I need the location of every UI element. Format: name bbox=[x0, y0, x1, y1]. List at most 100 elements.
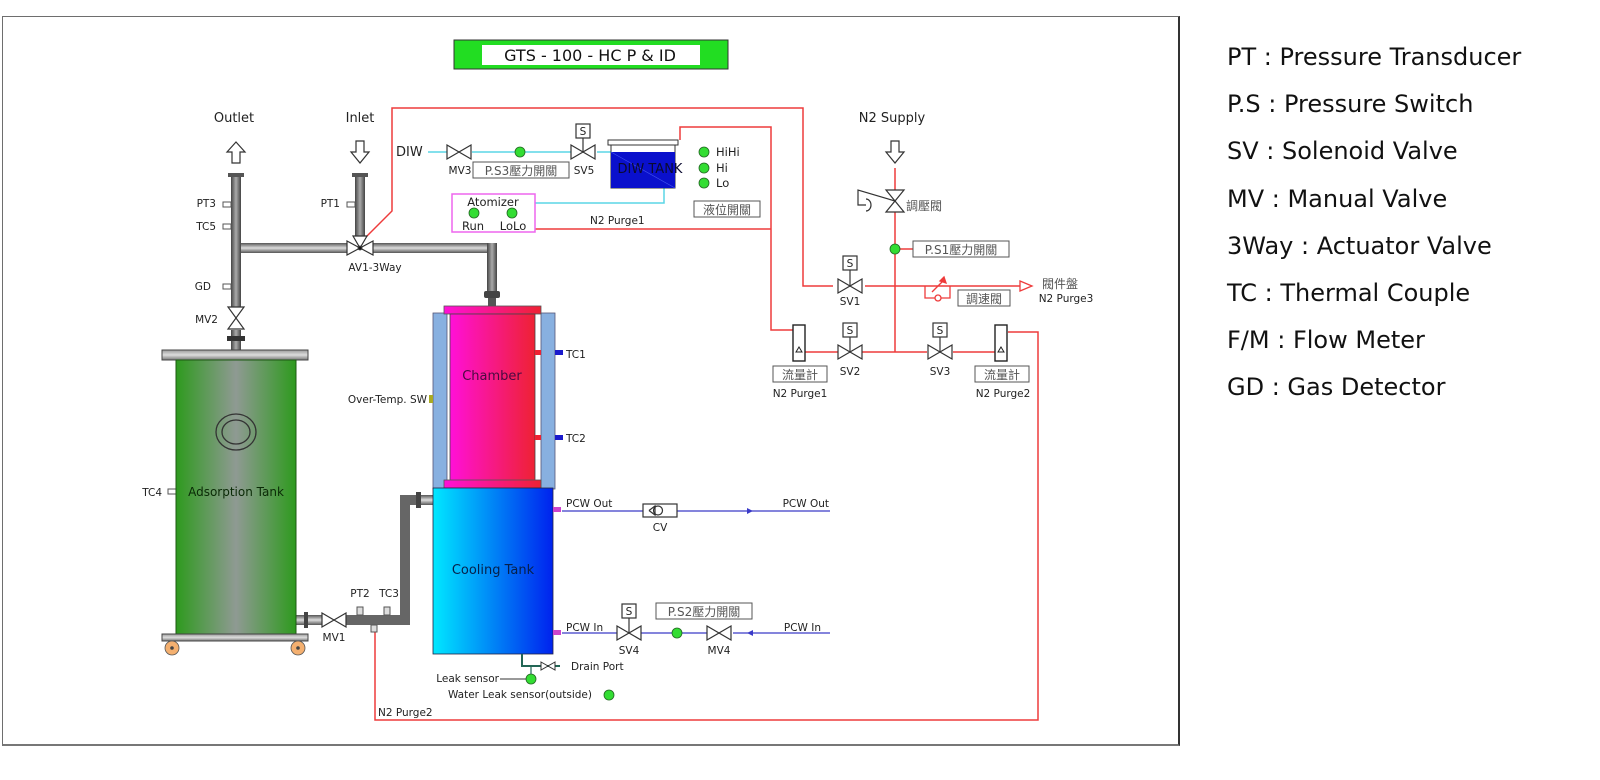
inlet-label: Inlet bbox=[346, 111, 375, 126]
pressure-regulator[interactable] bbox=[857, 189, 906, 213]
valve-panel-label: 閥件盤 bbox=[1042, 277, 1078, 291]
level-lo-label: Lo bbox=[716, 176, 729, 190]
cooling-tank bbox=[432, 487, 561, 655]
av1-3way-valve[interactable] bbox=[346, 235, 374, 257]
mv2-label: MV2 bbox=[195, 314, 218, 326]
legend-item: TC : Thermal Couple bbox=[1227, 278, 1471, 307]
valve-panel-arrow-icon bbox=[1019, 280, 1034, 292]
ps1-indicator bbox=[889, 243, 901, 255]
sv4-valve[interactable] bbox=[616, 603, 642, 642]
speed-valve bbox=[924, 275, 951, 302]
flowmeter1-box bbox=[772, 365, 828, 383]
flowmeter-purge1[interactable] bbox=[792, 324, 806, 362]
sv2-solenoid-mark: S bbox=[847, 325, 854, 337]
water-leak-outside-indicator bbox=[603, 689, 615, 701]
pt2-label: PT2 bbox=[350, 588, 369, 600]
sv4-solenoid-mark: S bbox=[626, 606, 633, 618]
pcw-out-label: PCW Out bbox=[783, 498, 829, 510]
pcw-in-label: PCW In bbox=[784, 622, 821, 634]
legend-item: PT : Pressure Transducer bbox=[1227, 43, 1522, 71]
flowmeter-purge2[interactable] bbox=[994, 324, 1008, 362]
n2-purge2-fm-label: N2 Purge2 bbox=[976, 388, 1031, 400]
level-switch-label: 液位開關 bbox=[703, 202, 751, 217]
sv3-solenoid-mark: S bbox=[937, 325, 944, 337]
legend-item: 3Way : Actuator Valve bbox=[1227, 231, 1492, 260]
pt1-label: PT1 bbox=[321, 198, 340, 210]
adsorption-tank bbox=[161, 349, 309, 656]
ps3-indicator bbox=[514, 146, 526, 158]
n2-purge1-top-label: N2 Purge1 bbox=[590, 215, 645, 227]
mv3-label: MV3 bbox=[449, 165, 472, 177]
legend-item: GD : Gas Detector bbox=[1227, 373, 1446, 402]
pcw-in-tank-label: PCW In bbox=[566, 622, 603, 634]
sv3-valve[interactable] bbox=[927, 322, 953, 361]
leak-sensor-label: Leak sensor bbox=[436, 673, 499, 685]
drain-port-label: Drain Port bbox=[571, 661, 624, 673]
tc4-label: TC4 bbox=[141, 487, 162, 499]
level-hi-indicator bbox=[698, 162, 710, 174]
inlet-arrow-icon bbox=[349, 140, 371, 164]
atomizer-lolo-label: LoLo bbox=[500, 219, 526, 233]
level-hihi-label: HiHi bbox=[716, 145, 740, 159]
leak-sensor-indicator bbox=[525, 673, 537, 685]
chamber bbox=[429, 305, 563, 490]
chamber-label: Chamber bbox=[462, 369, 522, 384]
ps2-label: P.S2壓力開關 bbox=[668, 605, 740, 619]
check-valve[interactable] bbox=[642, 503, 678, 518]
diw-tank bbox=[607, 139, 679, 189]
tc2-label: TC2 bbox=[565, 433, 586, 445]
ps3-box bbox=[472, 161, 570, 179]
legend-item: MV : Manual Valve bbox=[1227, 184, 1448, 213]
outlet-label: Outlet bbox=[214, 111, 254, 126]
diagram-title: GTS - 100 - HC P & ID bbox=[504, 46, 676, 65]
n2-supply-label: N2 Supply bbox=[859, 111, 926, 126]
flowmeter1-label: 流量計 bbox=[782, 367, 818, 382]
legend-item: SV : Solenoid Valve bbox=[1227, 137, 1458, 166]
sv5-valve[interactable] bbox=[570, 123, 596, 161]
sv2-valve[interactable] bbox=[837, 322, 863, 361]
gd-label: GD bbox=[195, 281, 211, 293]
title-box: GTS - 100 - HC P & ID bbox=[453, 39, 729, 70]
pcw-out-tank-label: PCW Out bbox=[566, 498, 612, 510]
n2-lines bbox=[359, 107, 1039, 721]
tc1-label: TC1 bbox=[565, 349, 586, 361]
av1-label: AV1-3Way bbox=[348, 262, 401, 274]
ps1-box bbox=[912, 240, 1010, 258]
mv4-valve[interactable] bbox=[706, 624, 732, 642]
atomizer-lolo-indicator bbox=[506, 207, 518, 219]
level-lo-indicator bbox=[698, 177, 710, 189]
sv2-label: SV2 bbox=[840, 366, 861, 378]
sv3-label: SV3 bbox=[930, 366, 951, 378]
mv3-valve[interactable] bbox=[446, 143, 472, 161]
mv1-valve[interactable] bbox=[321, 611, 347, 629]
water-leak-outside-label: Water Leak sensor(outside) bbox=[448, 689, 592, 701]
diw-label: DIW bbox=[396, 145, 423, 160]
n2-purge2-label: N2 Purge2 bbox=[378, 707, 433, 719]
cv-label: CV bbox=[653, 522, 668, 534]
ps2-box bbox=[655, 602, 753, 620]
legend-item: F/M : Flow Meter bbox=[1227, 326, 1425, 355]
process-pipes bbox=[227, 173, 500, 633]
n2-purge3-label: N2 Purge3 bbox=[1039, 293, 1094, 305]
level-hihi-indicator bbox=[698, 146, 710, 158]
mv1-label: MV1 bbox=[323, 632, 346, 644]
mv4-label: MV4 bbox=[708, 645, 731, 657]
level-switch-box bbox=[693, 200, 761, 218]
pcw-in-arrow-icon bbox=[747, 630, 753, 636]
cooling-tank-label: Cooling Tank bbox=[452, 563, 535, 578]
speed-valve-box bbox=[957, 289, 1011, 307]
atomizer-run-label: Run bbox=[462, 219, 484, 233]
mv2-valve[interactable] bbox=[226, 306, 246, 330]
pt3-label: PT3 bbox=[197, 198, 216, 210]
n2-purge1-label: N2 Purge1 bbox=[773, 388, 828, 400]
drain-valve[interactable] bbox=[540, 661, 556, 671]
ps3-label: P.S3壓力開關 bbox=[485, 164, 557, 178]
outlet-arrow-icon bbox=[225, 141, 247, 164]
sv5-solenoid-mark: S bbox=[580, 126, 587, 138]
ps1-label: P.S1壓力開關 bbox=[925, 243, 997, 257]
atomizer-label: Atomizer bbox=[467, 195, 519, 209]
sv1-valve[interactable] bbox=[837, 255, 863, 295]
flowmeter2-label: 流量計 bbox=[984, 367, 1020, 382]
atomizer-run-indicator bbox=[468, 207, 480, 219]
